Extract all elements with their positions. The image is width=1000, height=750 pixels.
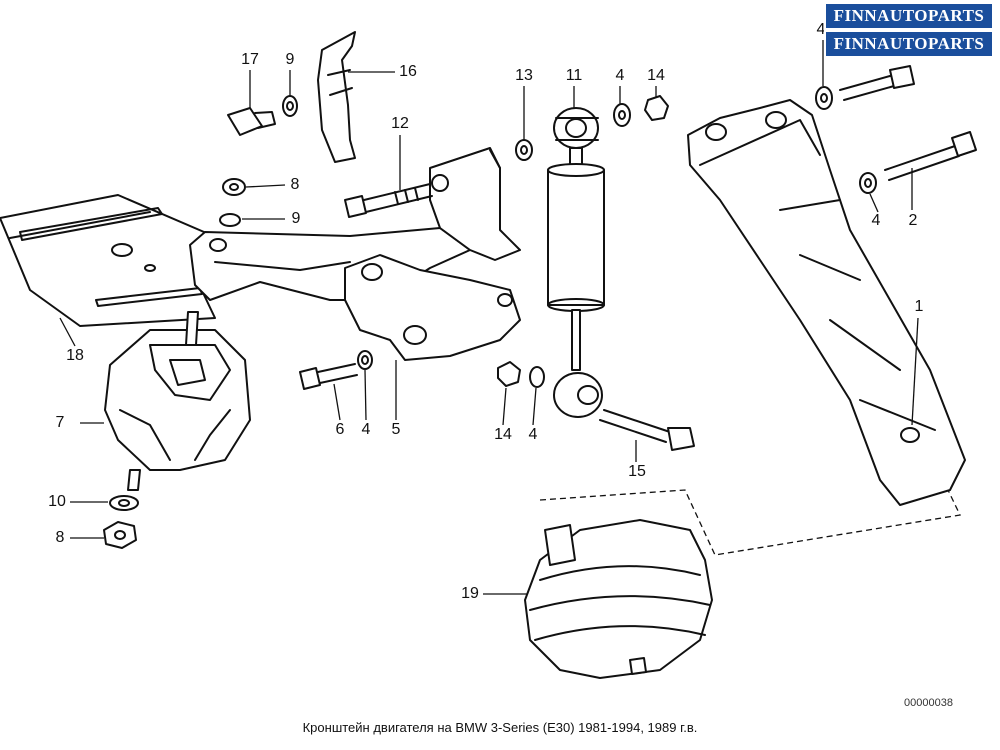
bolt-6 (299, 350, 373, 390)
watermark-logo: FINNAUTOPARTS (824, 2, 994, 30)
bolt-top-right (815, 65, 915, 110)
part-label-9: 9 (285, 51, 295, 68)
part-label-19: 19 (461, 585, 479, 602)
part-label-16: 16 (399, 63, 417, 80)
part-label-4: 4 (816, 21, 826, 38)
part-label-2: 2 (908, 212, 918, 229)
bracket-16 (317, 31, 356, 163)
part-label-1: 1 (914, 298, 924, 315)
bolt-2 (859, 131, 977, 194)
part-label-5: 5 (391, 421, 401, 438)
part-label-7: 7 (55, 414, 65, 431)
part-label-10: 10 (48, 493, 66, 510)
part-label-8: 8 (55, 529, 65, 546)
part-label-6: 6 (335, 421, 345, 438)
rubber-mount-7 (104, 311, 251, 491)
large-bracket-1 (687, 99, 966, 506)
part-label-17: 17 (241, 51, 259, 68)
part-label-4: 4 (615, 67, 625, 84)
part-label-14: 14 (494, 426, 512, 443)
part-label-9: 9 (291, 210, 301, 227)
part-label-4: 4 (528, 426, 538, 443)
part-label-4: 4 (871, 212, 881, 229)
hydro-mount-19 (524, 519, 713, 679)
bolt-12 (344, 183, 433, 218)
bolt-17 (227, 95, 298, 136)
diagram-code: 00000038 (904, 697, 953, 709)
bolt-15 (599, 409, 695, 451)
part-label-12: 12 (391, 115, 409, 132)
diagram-caption: Кронштейн двигателя на BMW 3-Series (E30… (302, 720, 698, 735)
upper-bracket (429, 147, 521, 261)
part-label-15: 15 (628, 463, 646, 480)
part-label-13: 13 (515, 67, 533, 84)
watermark-logo: FINNAUTOPARTS (824, 30, 994, 58)
part-label-11: 11 (565, 67, 583, 84)
mounting-plate-18 (0, 194, 219, 327)
part-label-14: 14 (647, 67, 665, 84)
bracket-5 (344, 254, 521, 361)
part-label-18: 18 (66, 347, 84, 364)
part-label-8: 8 (290, 176, 300, 193)
part-label-4: 4 (361, 421, 371, 438)
shock-absorber-11 (547, 107, 605, 418)
